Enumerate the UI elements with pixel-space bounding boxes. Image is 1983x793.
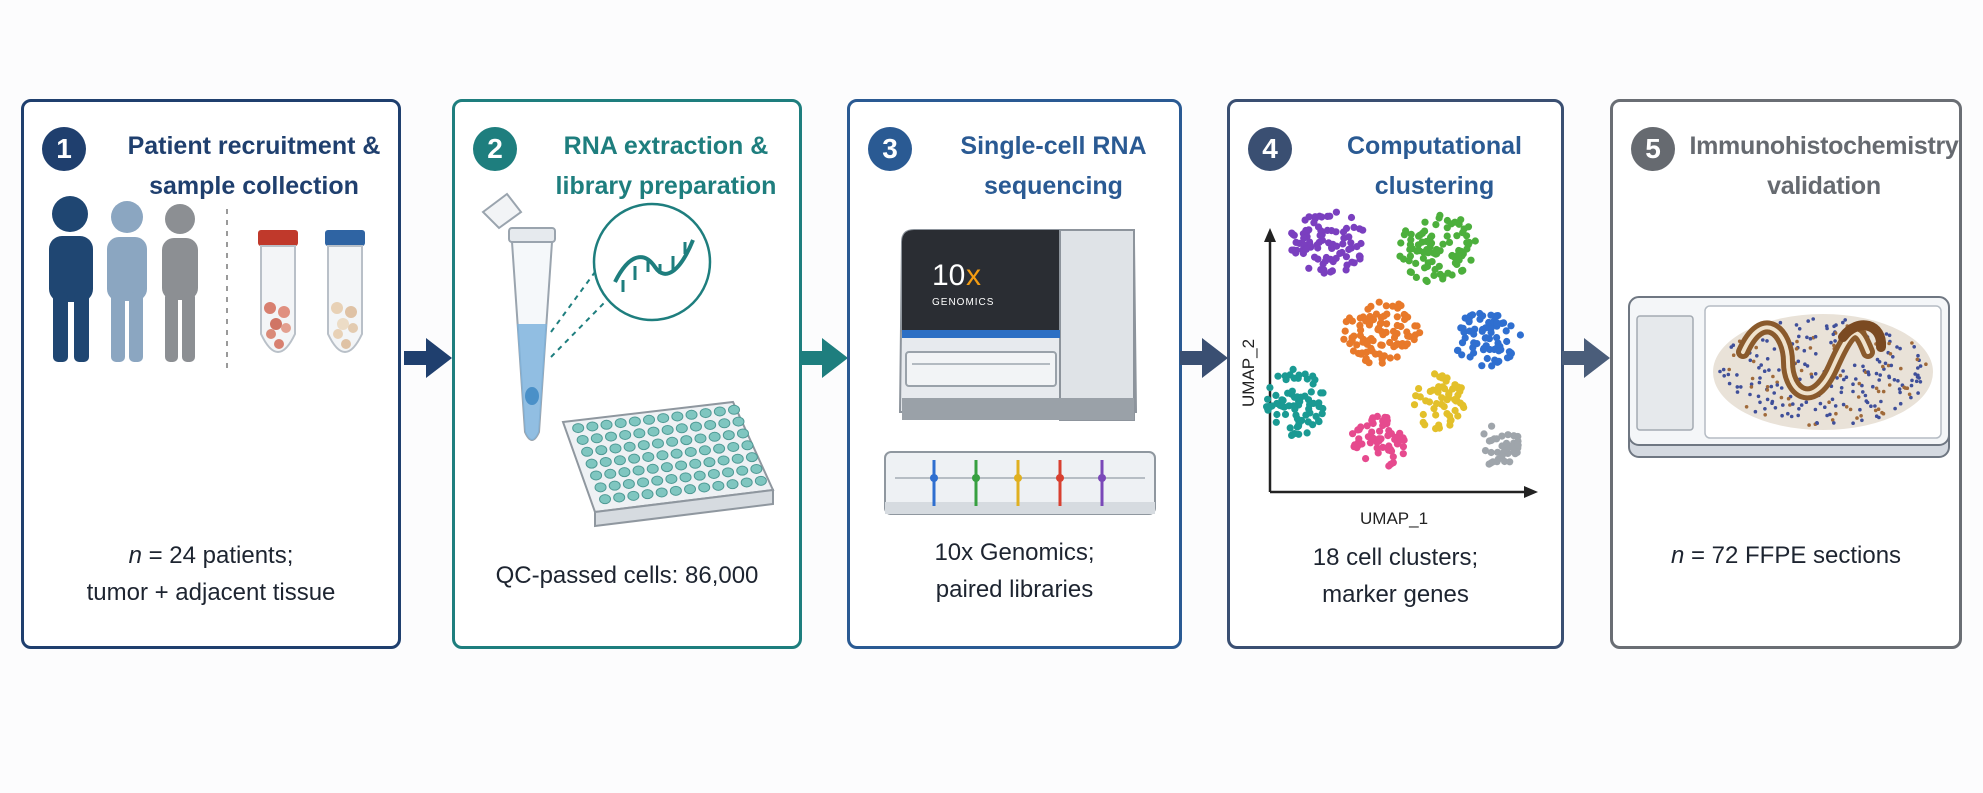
svg-text:10: 10 — [932, 259, 965, 292]
flow-cell-icon — [884, 451, 1156, 515]
umap-scatter-icon: UMAP_1 UMAP_2 — [1239, 208, 1538, 528]
well-plate-icon — [561, 400, 775, 528]
library-prep-illustration — [481, 192, 775, 528]
step-5-caption: n = 72 FFPE sections — [1670, 542, 1902, 569]
arrow-right-icon — [404, 338, 452, 378]
step-4-badge: 4 — [1248, 127, 1292, 171]
step-4-caption: 18 cell clusters; marker genes — [1312, 544, 1479, 608]
people-icon — [49, 196, 198, 362]
step-2-title: RNA extraction & library preparation — [555, 132, 777, 200]
cluster-dots — [1263, 208, 1524, 470]
step-2-caption: QC-passed cells: 86,000 — [495, 562, 759, 589]
sample-collection-illustration — [49, 196, 365, 370]
step-4-title: Computational clustering — [1347, 132, 1522, 200]
step-1-caption: n = 24 patients; tumor + adjacent tissue — [86, 542, 336, 606]
sequencing-illustration: 10 x GENOMICS — [884, 229, 1156, 515]
microtube-icon — [481, 192, 556, 441]
arrow-right-icon — [1562, 338, 1610, 378]
step-5-title: Immunohistochemistry validation — [1689, 132, 1959, 200]
step-3-title: Single-cell RNA sequencing — [960, 132, 1147, 200]
umap-xlabel: UMAP_1 — [1360, 509, 1428, 528]
histology-slide-icon — [1628, 296, 1950, 458]
step-3-panel: 3 Single-cell RNA sequencing 10 x GENOMI… — [847, 99, 1182, 649]
dna-strand-icon — [592, 202, 712, 322]
step-4-panel: 4 Computational clustering UMAP_1 UMAP_2… — [1227, 99, 1564, 649]
step-2-panel: 2 RNA extraction & library preparation Q… — [452, 99, 802, 649]
step-5-panel: 5 Immunohistochemistry validation n = 72… — [1610, 99, 1962, 649]
svg-text:GENOMICS: GENOMICS — [932, 297, 994, 308]
histology-illustration — [1628, 296, 1950, 458]
step-5-badge: 5 — [1631, 127, 1675, 171]
sample-tube-icon — [258, 230, 298, 353]
umap-ylabel: UMAP_2 — [1239, 339, 1258, 407]
step-1-title: Patient recruitment & sample collection — [127, 132, 381, 200]
sample-tube-icon — [325, 230, 365, 353]
svg-text:x: x — [966, 259, 981, 292]
step-2-badge: 2 — [473, 127, 517, 171]
step-3-badge: 3 — [868, 127, 912, 171]
arrow-right-icon — [1180, 338, 1228, 378]
arrow-right-icon — [800, 338, 848, 378]
step-1-panel: 1 Patient recruitment & sample collectio… — [21, 99, 401, 649]
step-3-caption: 10x Genomics; paired libraries — [934, 539, 1095, 603]
sequencer-icon: 10 x GENOMICS — [898, 229, 1138, 421]
step-1-badge: 1 — [42, 127, 86, 171]
